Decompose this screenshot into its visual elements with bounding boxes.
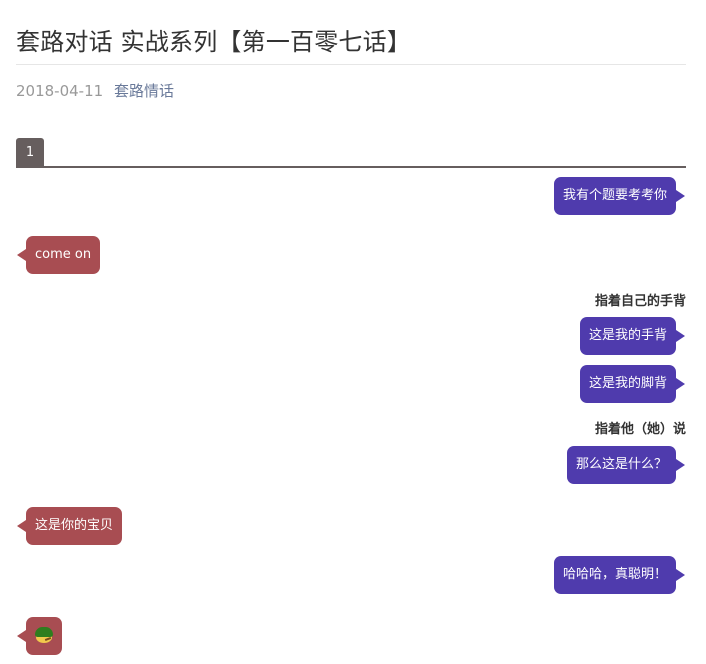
chat-message-right: 这是我的脚背 (579, 365, 686, 403)
page-number-tab[interactable]: 1 (16, 138, 44, 167)
article-meta: 2018-04-11 套路情话 (16, 80, 174, 101)
chat-message-left: 这是你的宝贝 (16, 507, 123, 545)
title-divider (16, 64, 686, 65)
chat-message-right: 我有个题要考考你 (553, 177, 686, 215)
chat-message-right: 那么这是什么？ (566, 446, 686, 484)
chat-message-right: 哈哈哈，真聪明！ (553, 556, 686, 594)
category-link[interactable]: 套路情话 (113, 82, 174, 100)
chat-message-right: 这是我的手背 (579, 317, 686, 355)
page-title: 套路对话 实战系列【第一百零七话】 (16, 28, 412, 56)
page-divider (16, 166, 686, 168)
publish-date: 2018-04-11 (16, 82, 104, 100)
chat-message-left-emoji (17, 617, 62, 655)
turtle-hat-emoji-icon (35, 626, 53, 643)
narration-text: 指着他（她）说 (594, 422, 686, 437)
chat-message-left: come on (16, 236, 101, 274)
narration-text: 指着自己的手背 (594, 294, 686, 309)
